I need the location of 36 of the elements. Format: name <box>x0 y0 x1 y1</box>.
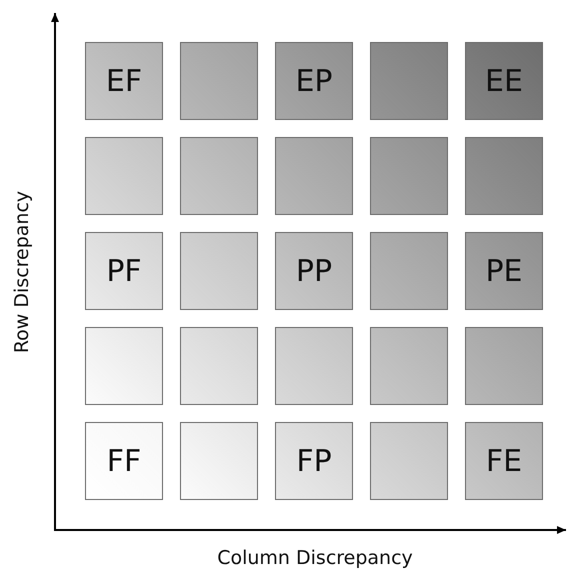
empty-square <box>370 327 448 405</box>
cell-code: FF <box>106 444 142 478</box>
empty-square <box>370 422 448 500</box>
empty-square <box>465 137 543 215</box>
grid-square <box>465 232 543 310</box>
grid-square <box>85 42 163 120</box>
empty-square <box>275 327 353 405</box>
empty-square <box>370 137 448 215</box>
empty-square <box>275 137 353 215</box>
cell-code: FP <box>296 444 332 478</box>
cell-code: FE <box>486 444 522 478</box>
empty-square <box>180 137 258 215</box>
cell-code: EE <box>485 64 523 98</box>
cell-code: EP <box>295 64 333 98</box>
empty-square <box>370 232 448 310</box>
empty-square <box>180 422 258 500</box>
empty-square <box>465 327 543 405</box>
grid-square <box>275 42 353 120</box>
y-axis-title: Row Discrepancy <box>11 190 33 354</box>
empty-square <box>180 42 258 120</box>
x-axis-title: Column Discrepancy <box>217 547 413 569</box>
empty-square <box>85 327 163 405</box>
empty-square <box>180 327 258 405</box>
empty-square <box>180 232 258 310</box>
empty-square <box>85 137 163 215</box>
grid-square <box>465 422 543 500</box>
empty-square <box>370 42 448 120</box>
grid-square <box>275 422 353 500</box>
grid-square <box>85 422 163 500</box>
cell-code: PE <box>485 254 523 288</box>
grid-square <box>275 232 353 310</box>
cell-code: PP <box>296 254 332 288</box>
grid-square <box>465 42 543 120</box>
cell-code: PF <box>106 254 142 288</box>
grid-square <box>85 232 163 310</box>
cell-code: EF <box>106 64 142 98</box>
